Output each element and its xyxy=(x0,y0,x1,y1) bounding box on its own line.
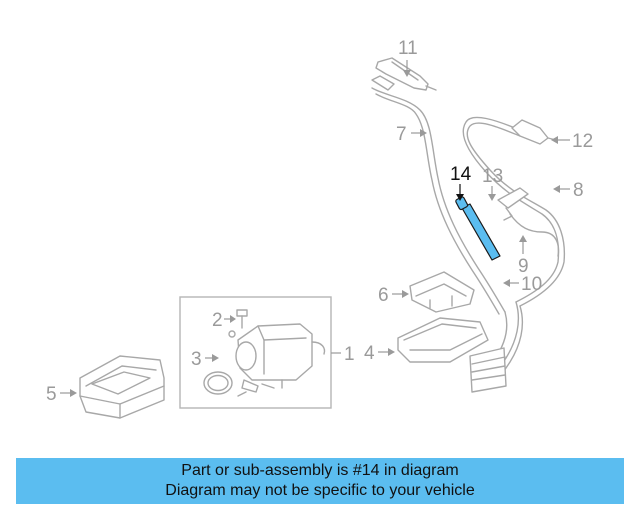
part-7-brake-line xyxy=(371,87,506,315)
callout-4[interactable]: 4 xyxy=(364,343,395,364)
callout-8[interactable]: 8 xyxy=(553,180,584,201)
part-6-bracket xyxy=(409,271,475,313)
part-9-line xyxy=(509,213,560,257)
svg-text:14: 14 xyxy=(450,164,472,185)
part-8-brake-line xyxy=(462,116,566,307)
part-11-fitting xyxy=(371,57,437,91)
callout-7[interactable]: 7 xyxy=(396,124,427,145)
part-3-seal-ring xyxy=(203,330,275,397)
svg-text:2: 2 xyxy=(212,310,223,331)
part-14-highlighted-line[interactable] xyxy=(455,196,501,261)
svg-text:10: 10 xyxy=(521,274,542,295)
svg-text:8: 8 xyxy=(573,180,584,201)
svg-text:7: 7 xyxy=(396,124,407,145)
svg-text:9: 9 xyxy=(518,256,529,277)
callout-12[interactable]: 12 xyxy=(551,131,593,152)
svg-text:6: 6 xyxy=(378,285,389,306)
callout-2[interactable]: 2 xyxy=(212,310,236,331)
svg-text:3: 3 xyxy=(191,349,202,370)
callout-1[interactable]: 1 xyxy=(331,344,355,365)
callout-13[interactable]: 13 xyxy=(482,166,503,201)
svg-text:4: 4 xyxy=(364,343,375,364)
part-4-tray xyxy=(397,317,489,363)
caption-line-1: Part or sub-assembly is #14 in diagram xyxy=(181,462,459,479)
callout-11[interactable]: 11 xyxy=(398,38,418,77)
callout-9[interactable]: 9 xyxy=(518,235,529,277)
part-5-mount-bracket xyxy=(79,355,165,419)
svg-text:11: 11 xyxy=(398,38,418,59)
caption-line-2: Diagram may not be specific to your vehi… xyxy=(165,482,475,499)
svg-text:13: 13 xyxy=(482,166,503,187)
svg-text:5: 5 xyxy=(46,384,57,405)
callout-3[interactable]: 3 xyxy=(191,349,219,370)
part-13-bracket xyxy=(497,187,529,221)
caption-bar: Part or sub-assembly is #14 in diagram D… xyxy=(16,458,624,504)
part-2-bolt xyxy=(236,309,248,329)
callout-6[interactable]: 6 xyxy=(378,285,409,306)
part-12-fitting xyxy=(511,119,557,145)
callout-5[interactable]: 5 xyxy=(46,384,77,405)
svg-text:12: 12 xyxy=(572,131,593,152)
callout-10[interactable]: 10 xyxy=(503,274,542,295)
svg-text:1: 1 xyxy=(344,344,355,365)
part-10-lines-bundle xyxy=(469,301,524,393)
callout-14[interactable]: 14 xyxy=(450,164,472,201)
